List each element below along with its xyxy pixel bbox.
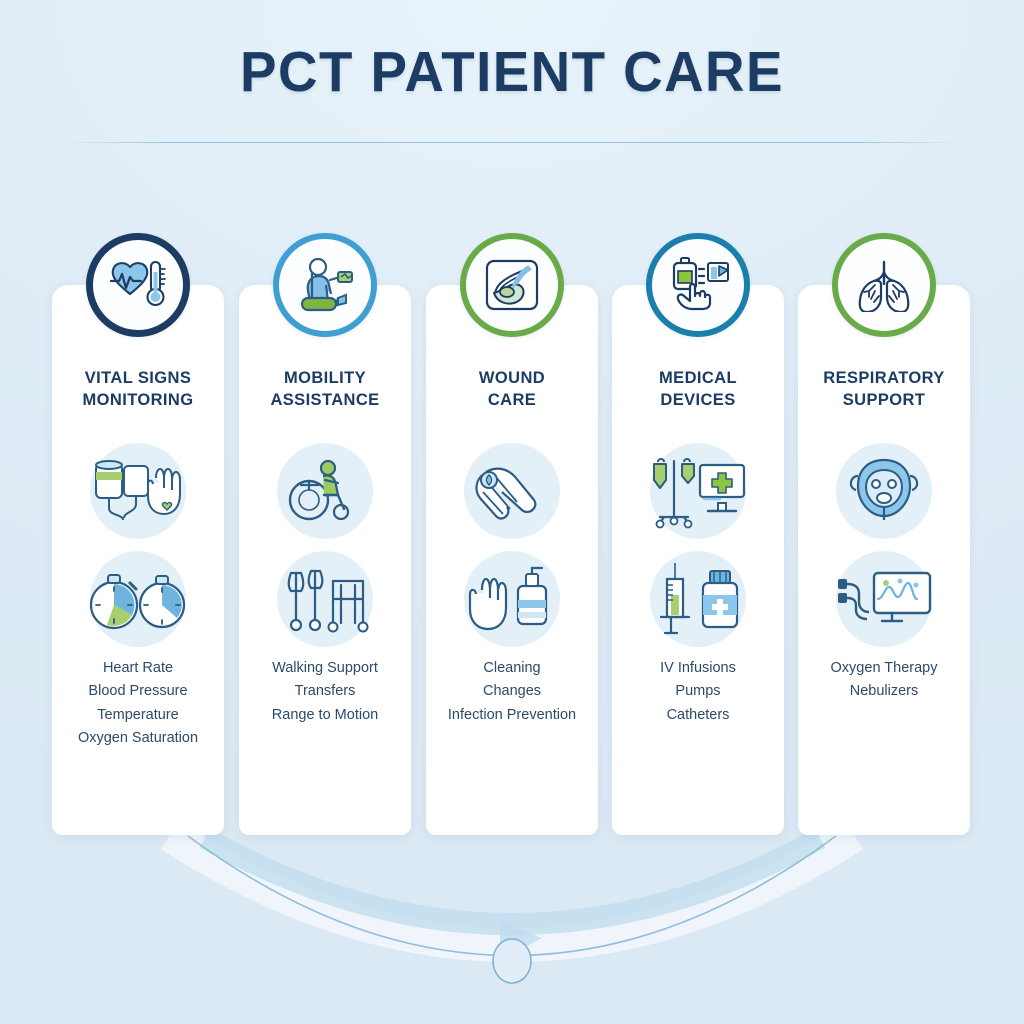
sub-icon-row bbox=[612, 437, 784, 545]
category-column-vital-signs[interactable]: VITAL SIGNS MONITORING bbox=[52, 233, 224, 835]
list-item: Transfers bbox=[294, 683, 356, 700]
badge-wound-care[interactable] bbox=[460, 233, 564, 337]
sub-icon-group bbox=[798, 437, 970, 653]
hand-sanitizer-icon bbox=[468, 566, 548, 631]
item-list: Cleaning Changes Infection Prevention bbox=[426, 657, 598, 727]
list-item: Walking Support bbox=[272, 660, 378, 676]
sub-icon-group bbox=[426, 437, 598, 653]
list-item: Range to Motion bbox=[271, 706, 379, 723]
page-title: PCT PATIENT CARE bbox=[240, 40, 784, 104]
list-item: Catheters bbox=[666, 706, 730, 723]
list-item: Blood Pressure bbox=[88, 683, 188, 700]
sub-icon-row bbox=[426, 545, 598, 653]
sub-icon-row bbox=[52, 545, 224, 653]
syringe-bottle-icon bbox=[659, 563, 739, 635]
badge-medical-devices[interactable] bbox=[646, 233, 750, 337]
oxygen-mask-icon bbox=[849, 458, 919, 520]
list-item: Infection Prevention bbox=[447, 706, 577, 723]
bandaged-limb-icon bbox=[475, 467, 537, 520]
lungs-icon bbox=[858, 260, 910, 312]
iv-bag-gloved-hand-icon bbox=[95, 460, 181, 521]
heart-thermometer-icon bbox=[109, 260, 166, 307]
iv-stand-monitor-icon bbox=[653, 458, 746, 529]
sub-icon-group bbox=[612, 437, 784, 653]
wheelchair-icon bbox=[288, 459, 350, 521]
badge-vital-signs[interactable] bbox=[86, 233, 190, 337]
item-list: Walking Support Transfers Range to Motio… bbox=[239, 657, 411, 727]
item-list: Heart Rate Blood Pressure Temperature Ox… bbox=[52, 657, 224, 751]
list-item: Changes bbox=[482, 683, 542, 700]
stopwatch-timers-icon bbox=[89, 574, 186, 630]
item-list: IV Infusions Pumps Catheters bbox=[612, 657, 784, 727]
sub-icon-row bbox=[612, 545, 784, 653]
sub-icon-row bbox=[798, 545, 970, 653]
list-item: Heart Rate bbox=[102, 660, 174, 676]
sub-icon-group bbox=[239, 437, 411, 653]
sub-icon-row bbox=[798, 437, 970, 545]
list-item: Temperature bbox=[97, 706, 179, 723]
sub-icon-row bbox=[426, 437, 598, 545]
sub-icon-row bbox=[239, 437, 411, 545]
sub-icon-row bbox=[52, 437, 224, 545]
list-item: Cleaning bbox=[483, 660, 541, 676]
badge-mobility[interactable] bbox=[273, 233, 377, 337]
wound-dressing-icon bbox=[485, 259, 539, 311]
crutches-walker-icon bbox=[287, 569, 369, 633]
category-column-medical-devices[interactable]: MEDICAL DEVICES bbox=[612, 233, 784, 835]
column-heading: WOUND CARE bbox=[478, 369, 546, 410]
seated-patient-icon bbox=[300, 257, 353, 312]
sub-icon-group bbox=[52, 437, 224, 653]
column-heading: MOBILITY ASSISTANCE bbox=[270, 369, 380, 410]
category-column-respiratory[interactable]: RESPIRATORY SUPPORT bbox=[798, 233, 970, 835]
column-heading: RESPIRATORY SUPPORT bbox=[823, 369, 945, 410]
item-list: Oxygen Therapy Nebulizers bbox=[798, 657, 970, 704]
category-column-mobility[interactable]: MOBILITY ASSISTANCE bbox=[239, 233, 411, 835]
title-divider bbox=[64, 142, 960, 143]
badge-respiratory[interactable] bbox=[832, 233, 936, 337]
column-heading: VITAL SIGNS MONITORING bbox=[82, 369, 194, 410]
sub-icon-row bbox=[239, 545, 411, 653]
list-item: Oxygen Therapy bbox=[830, 660, 938, 676]
list-item: Pumps bbox=[675, 683, 721, 700]
column-heading: MEDICAL DEVICES bbox=[659, 369, 737, 410]
list-item: IV Infusions bbox=[660, 660, 736, 676]
tubing-monitor-icon bbox=[838, 571, 932, 623]
category-column-wound-care[interactable]: WOUND CARE bbox=[426, 233, 598, 835]
list-item: Oxygen Saturation bbox=[77, 730, 199, 747]
list-item: Nebulizers bbox=[849, 683, 919, 700]
hand-holding-device-icon bbox=[672, 257, 729, 311]
